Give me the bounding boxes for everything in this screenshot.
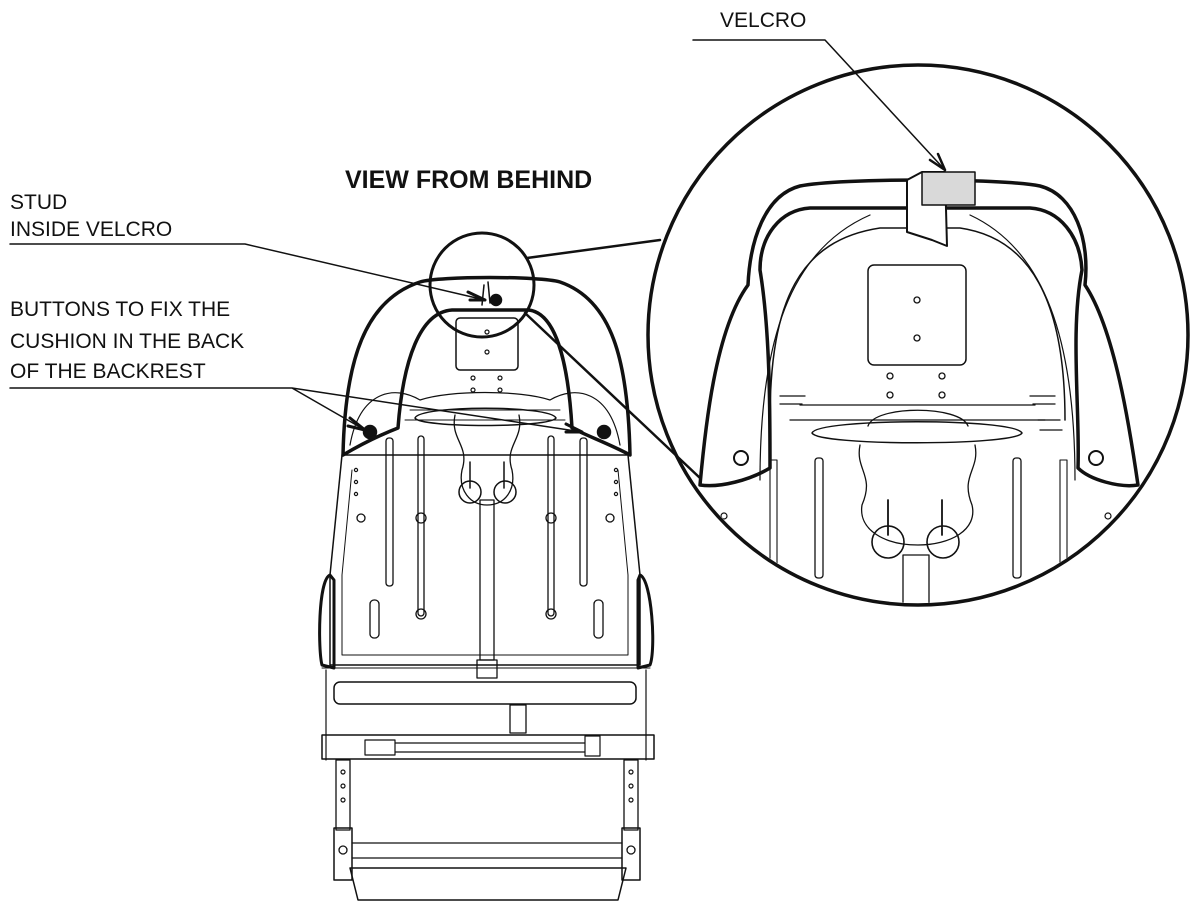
knob-left: [458, 480, 482, 504]
leader-stud: [9, 243, 486, 301]
frame-crossbar: [321, 734, 655, 760]
leader-buttons: [9, 387, 583, 433]
label-buttons-line1: BUTTONS TO FIX THE: [10, 298, 231, 321]
detail-callout-small: [428, 231, 536, 339]
leg-right: [623, 759, 639, 831]
label-stud-line1: STUD: [10, 191, 68, 214]
footplate: [349, 867, 627, 901]
callout-connector-top: [525, 238, 662, 260]
label-velcro: VELCRO: [720, 9, 807, 32]
center-rod: [479, 499, 495, 661]
view-title: VIEW FROM BEHIND: [345, 166, 593, 194]
callout-connector-bottom: [523, 311, 702, 480]
velcro-patch: [921, 171, 976, 206]
button-right: [596, 424, 612, 440]
leg-left: [335, 759, 351, 831]
label-buttons-line3: OF THE BACKREST: [10, 360, 206, 383]
stud: [489, 293, 503, 307]
detail-callout-large: [646, 63, 1190, 607]
left-wing: [318, 573, 336, 670]
seat-cushion-bar: [333, 681, 637, 705]
center-bracket: [453, 414, 521, 506]
right-wing: [636, 573, 655, 670]
button-left: [362, 424, 378, 440]
seat-main-view: [318, 275, 655, 901]
cushion-outline: [341, 275, 632, 457]
headrest-plate: [455, 317, 519, 371]
detail-view: [698, 171, 1140, 603]
knob-right: [493, 480, 517, 504]
label-stud-line2: INSIDE VELCRO: [10, 218, 173, 241]
label-buttons-line2: CUSHION IN THE BACK: [10, 330, 245, 353]
leader-velcro: [692, 39, 946, 171]
leader-lines: [9, 39, 947, 434]
